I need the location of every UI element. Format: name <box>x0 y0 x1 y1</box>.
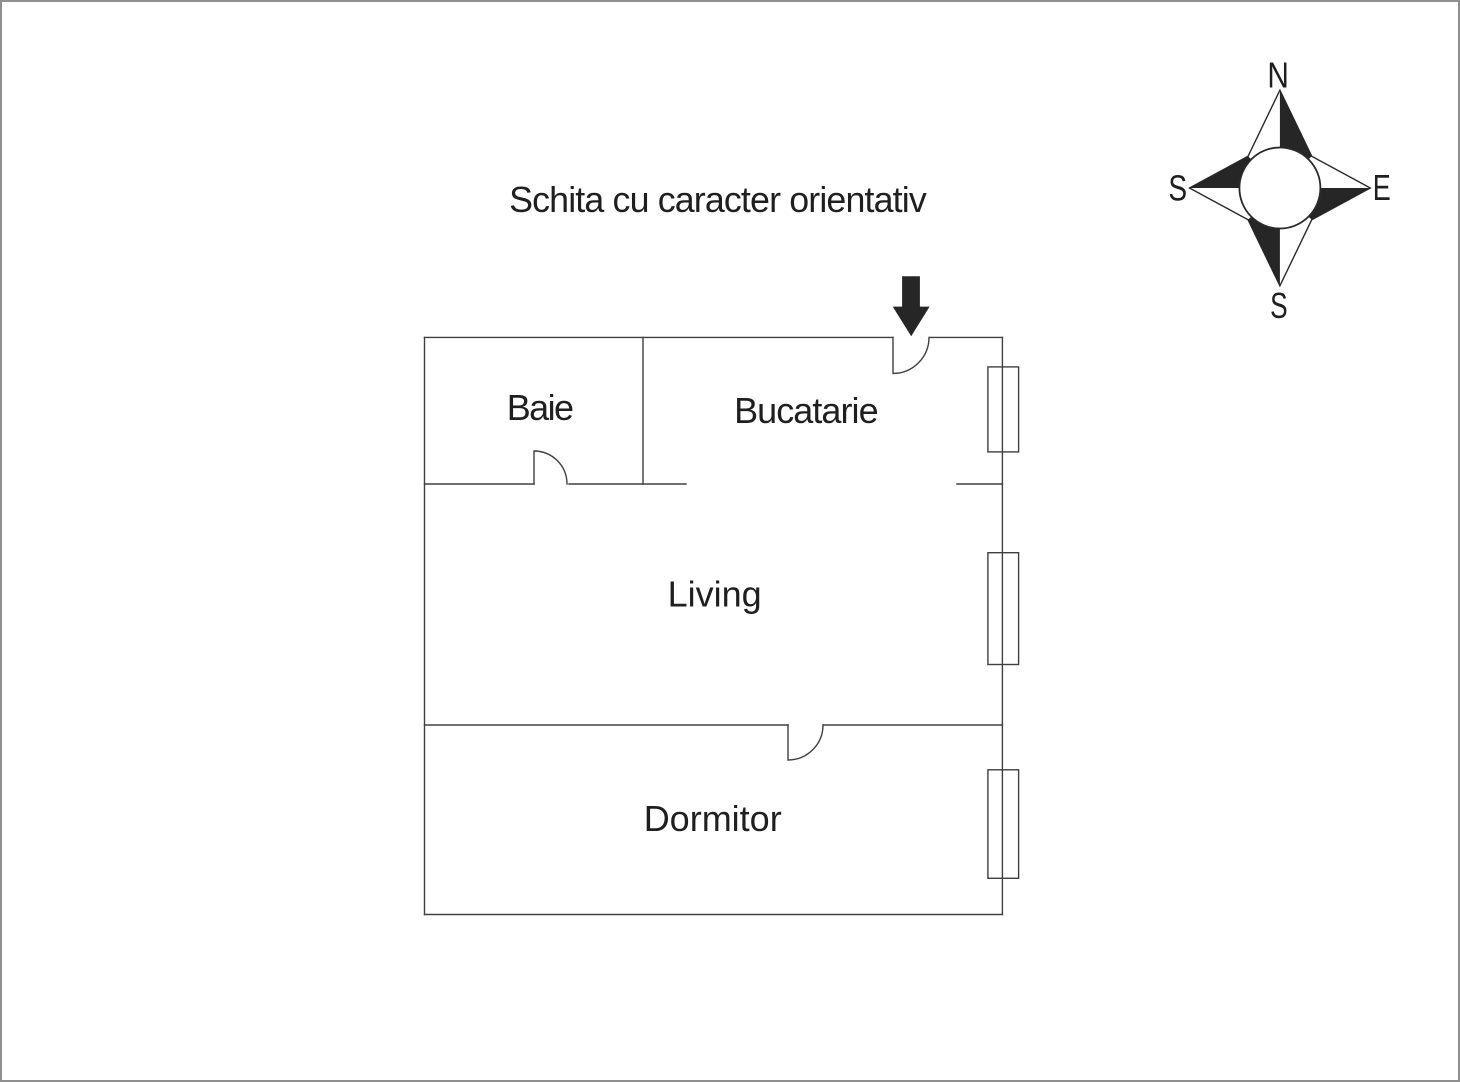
svg-text:Living: Living <box>668 574 762 615</box>
svg-text:Baie: Baie <box>507 387 573 428</box>
svg-text:S: S <box>1270 285 1288 326</box>
svg-text:S: S <box>1168 167 1187 208</box>
svg-text:Schita cu caracter orientativ: Schita cu caracter orientativ <box>509 180 927 220</box>
svg-text:Dormitor: Dormitor <box>644 798 782 839</box>
svg-text:Bucatarie: Bucatarie <box>734 390 878 431</box>
svg-text:E: E <box>1373 167 1391 208</box>
svg-text:N: N <box>1267 54 1289 95</box>
